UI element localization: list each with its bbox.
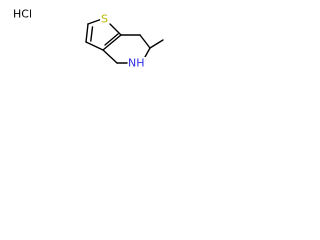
bond-c7a-s <box>109 23 122 36</box>
salt-label: HCl <box>13 8 32 21</box>
bond-c3a-c7a-double <box>104 33 119 46</box>
bond-c6-methyl <box>149 39 164 49</box>
sulfur-label: S <box>101 13 108 26</box>
sulfur-label-bg <box>100 13 109 25</box>
amine-label-bg <box>128 57 146 69</box>
bond-c6-n5 <box>144 47 151 58</box>
bond-c2-c3-double <box>90 26 94 42</box>
bond-c7-c6 <box>139 34 151 49</box>
bond-s-c2 <box>87 18 103 25</box>
bond-c4-c3a <box>102 49 118 64</box>
amine-label: NH <box>128 57 145 70</box>
molecule-structure: HCl S NH <box>13 8 164 70</box>
bond-c2-c3 <box>85 23 89 43</box>
bond-c3-c3a <box>85 41 104 51</box>
bond-c3a-c7a <box>102 34 122 51</box>
